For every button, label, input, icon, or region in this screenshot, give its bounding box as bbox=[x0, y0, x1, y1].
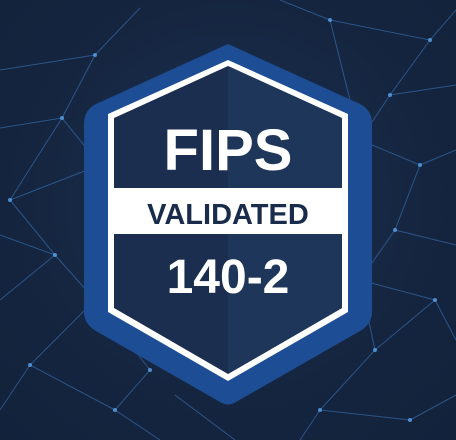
badge-band bbox=[114, 188, 342, 234]
badge-validated-label: VALIDATED bbox=[147, 199, 309, 231]
badge-title-fips: FIPS bbox=[164, 118, 293, 183]
badge-standard-number: 140-2 bbox=[167, 251, 290, 304]
